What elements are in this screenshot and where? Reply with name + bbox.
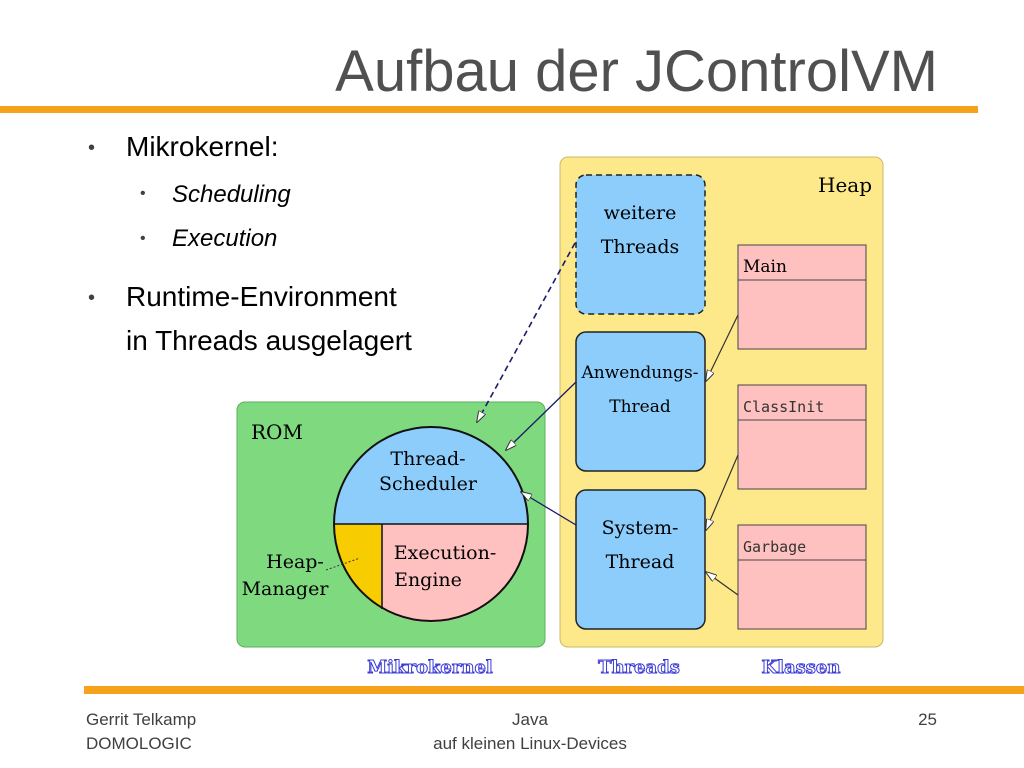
- bullet-dot: •: [140, 185, 146, 202]
- footer-topic-line2: auf kleinen Linux-Devices: [433, 734, 627, 753]
- bullet-mikrokernel: Mikrokernel:: [126, 131, 279, 162]
- arrow-system-to-scheduler: [521, 492, 577, 526]
- bullet-runtime-line1: Runtime-Environment: [126, 281, 397, 312]
- class-main-label: Main: [743, 257, 787, 277]
- arrow-anwendung-to-scheduler: [506, 381, 577, 450]
- arrow-weitere-to-scheduler: [477, 242, 576, 422]
- thread-system-line2: Thread: [606, 551, 675, 573]
- arrow-main-to-anwendung: [706, 314, 739, 381]
- caption-threads: Threads: [598, 657, 680, 678]
- bullet-execution: Execution: [172, 225, 278, 252]
- page-number: 25: [918, 710, 937, 729]
- thread-anwendung-line2: Thread: [609, 397, 671, 417]
- engine-segment: [382, 524, 529, 623]
- rom-label: ROM: [251, 420, 303, 444]
- scheduler-segment: [334, 427, 528, 524]
- bullet-dot: •: [88, 287, 96, 309]
- arrow-classinit-to-system: [706, 454, 739, 530]
- thread-weitere: [575, 174, 706, 315]
- heap-label: Heap: [818, 173, 872, 197]
- thread-system-line1: System-: [602, 517, 679, 539]
- bullet-scheduling: Scheduling: [172, 181, 291, 208]
- slide-title: Aufbau der JControlVM: [335, 39, 938, 104]
- thread-weitere-line2: Threads: [601, 236, 679, 258]
- thread-system: [575, 489, 706, 630]
- footer-topic-line1: Java: [512, 710, 548, 729]
- footer-company: DOMOLOGIC: [86, 734, 192, 753]
- class-classinit-label: ClassInit: [743, 398, 824, 416]
- heapmanager-segment: [333, 524, 382, 609]
- arrow-garbage-to-system: [706, 572, 739, 596]
- heapmanager-line1: Heap-: [266, 551, 324, 573]
- engine-line1: Execution-: [394, 542, 497, 564]
- heapmanager-line2: Manager: [242, 578, 330, 600]
- caption-mikrokernel: Mikrokernel: [367, 657, 493, 678]
- class-main: [737, 244, 867, 350]
- caption-klassen: Klassen: [762, 657, 841, 678]
- scheduler-line1: Thread-: [390, 448, 465, 470]
- class-classinit: [737, 384, 867, 490]
- bullet-runtime-line2: in Threads ausgelagert: [126, 325, 412, 356]
- bullet-dot: •: [88, 137, 96, 159]
- title-underline: [0, 106, 978, 113]
- thread-anwendung: [575, 331, 706, 472]
- engine-line2: Engine: [394, 569, 462, 591]
- scheduler-line2: Scheduler: [379, 473, 478, 495]
- thread-weitere-line1: weitere: [604, 202, 677, 224]
- class-garbage: [737, 524, 867, 630]
- footer-rule: [84, 686, 1024, 694]
- class-garbage-label: Garbage: [743, 538, 806, 556]
- bullet-dot: •: [140, 230, 146, 247]
- thread-anwendung-line1: Anwendungs-: [581, 363, 699, 383]
- footer-author: Gerrit Telkamp: [86, 710, 197, 729]
